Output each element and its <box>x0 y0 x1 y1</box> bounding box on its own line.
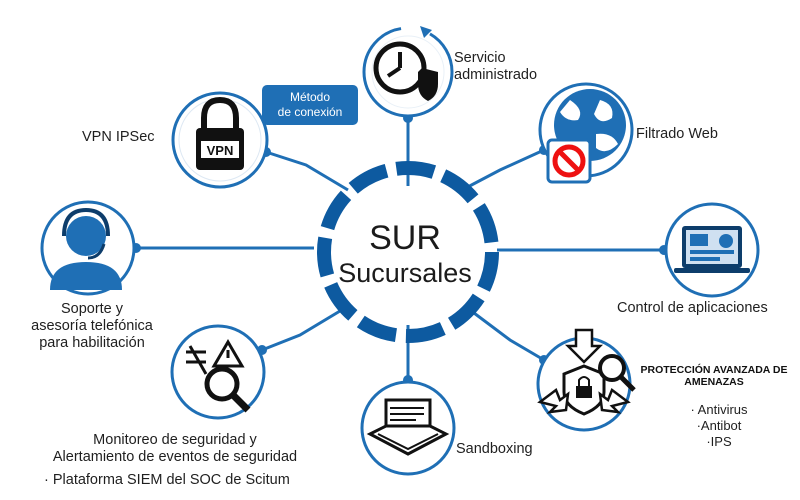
servicio-line2: administrado <box>454 67 538 83</box>
padlock-vpn-icon: VPN <box>196 96 244 170</box>
connector-proteccion <box>469 308 545 362</box>
proteccion-line2: AMENAZAS <box>684 376 744 388</box>
connector-monitoreo <box>261 306 346 352</box>
proteccion-line1: PROTECCIÓN AVANZADA DE <box>640 364 788 376</box>
vpn-label: VPN IPSec <box>82 129 155 145</box>
alert-magnifier-icon <box>186 339 251 413</box>
node-soporte <box>40 200 136 296</box>
soporte-line1: Soporte y <box>60 301 124 317</box>
headset-agent-icon <box>50 207 122 290</box>
node-monitoreo <box>170 324 266 420</box>
servicio-label: Servicio administrado <box>454 50 537 84</box>
control-label: Control de aplicaciones <box>617 300 768 316</box>
connector-filtrado <box>461 148 545 192</box>
center-title: SUR <box>369 219 441 257</box>
proteccion-item-ips: ·IPS <box>706 434 732 449</box>
shield-lock-arrows-icon <box>537 328 636 416</box>
monitoreo-line2: Alertamiento de eventos de seguridad <box>52 449 298 465</box>
monitor-apps-icon <box>674 226 750 273</box>
soporte-line3: para habilitación <box>39 335 145 351</box>
connection-method-badge: Método de conexión <box>262 85 358 125</box>
soporte-label: Soporte y asesoría telefónica para habil… <box>8 301 176 352</box>
sandboxing-label: Sandboxing <box>456 441 533 457</box>
node-filtrado <box>538 82 634 184</box>
monitoreo-bullet: · Plataforma SIEM del SOC de Scitum <box>44 472 290 488</box>
proteccion-item-antibot: ·Antibot <box>696 418 742 433</box>
node-proteccion <box>536 328 636 432</box>
node-sandboxing <box>360 380 456 476</box>
proteccion-items: · Antivirus ·Antibot ·IPS <box>664 402 774 450</box>
sandbox-tray-icon <box>366 398 450 456</box>
badge-line2: de conexión <box>277 105 343 119</box>
clock-shield-icon <box>373 26 438 101</box>
badge-line1: Método <box>289 90 331 104</box>
proteccion-title: PROTECCIÓN AVANZADA DE AMENAZAS <box>630 364 798 388</box>
vpn-icon-text: VPN <box>207 143 234 158</box>
center-subtitle: Sucursales <box>338 258 472 288</box>
monitoreo-line1: Monitoreo de seguridad y <box>93 432 257 448</box>
servicio-line1: Servicio <box>454 50 506 66</box>
filtrado-label: Filtrado Web <box>636 126 718 142</box>
node-servicio <box>362 26 454 118</box>
node-vpn: VPN <box>171 91 269 189</box>
globe-blocked-icon <box>546 89 626 184</box>
node-control <box>664 202 760 298</box>
center-ring <box>317 161 499 343</box>
connector-vpn <box>265 150 349 192</box>
proteccion-item-antivirus: · Antivirus <box>690 402 748 417</box>
monitoreo-label: Monitoreo de seguridad y Alertamiento de… <box>40 432 310 466</box>
soporte-line2: asesoría telefónica <box>31 318 153 334</box>
